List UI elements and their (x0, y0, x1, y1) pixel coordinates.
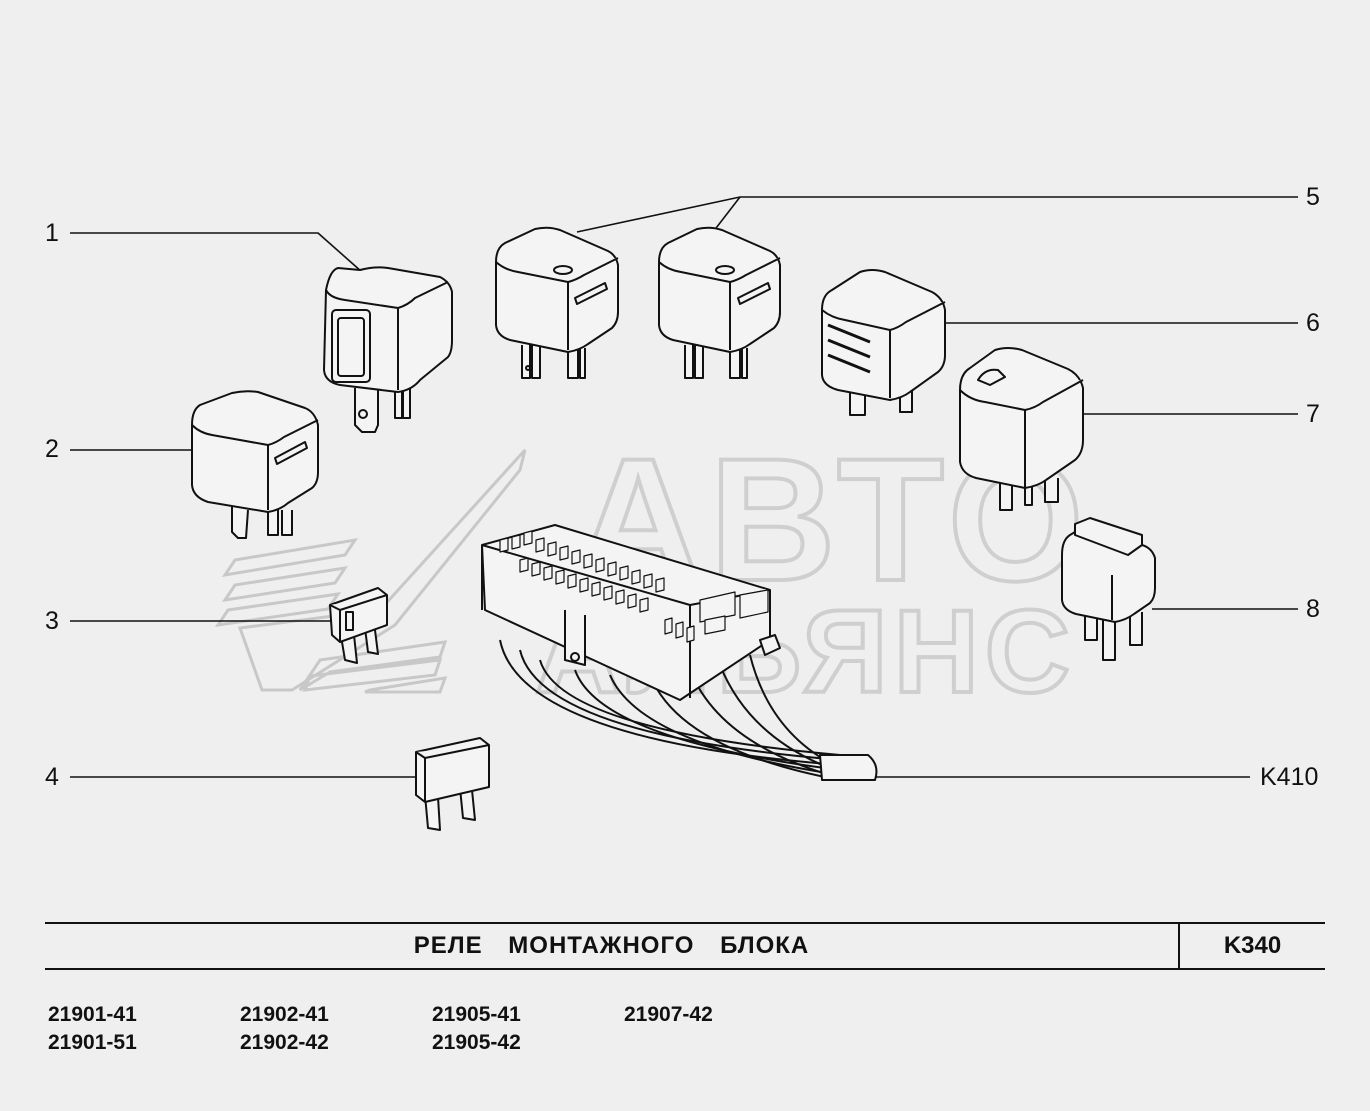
callout-1: 1 (45, 219, 59, 247)
fuse-slots (499, 530, 769, 643)
model-code: 21902-41 (240, 1003, 329, 1026)
watermark-logo (214, 448, 527, 694)
callout-7: 7 (1306, 400, 1320, 428)
callout-3: 3 (45, 607, 59, 635)
leader-lines (70, 196, 1298, 778)
relay-6 (821, 269, 946, 416)
relay-8 (1061, 517, 1156, 661)
model-code: 21901-41 (48, 1003, 137, 1026)
title-divider (1178, 924, 1180, 968)
title-block: РЕЛЕ МОНТАЖНОГО БЛОКА K340 (45, 922, 1325, 970)
relay-5a (495, 226, 619, 379)
model-code: 21902-42 (240, 1031, 329, 1054)
model-code: 21901-51 (48, 1031, 137, 1054)
callout-2: 2 (45, 435, 59, 463)
mounting-block (481, 524, 878, 781)
page-title: РЕЛЕ МОНТАЖНОГО БЛОКА (413, 932, 810, 959)
model-code: 21907-42 (624, 1003, 713, 1026)
model-code: 21905-41 (432, 1003, 521, 1026)
callout-8: 8 (1306, 595, 1320, 623)
model-code: 21905-42 (432, 1031, 521, 1054)
fuse-4 (415, 737, 490, 831)
catalog-code: K340 (1223, 932, 1282, 959)
relay-5b (658, 226, 781, 379)
relay-1 (323, 266, 453, 433)
callout-4: 4 (45, 763, 59, 791)
callout-6: 6 (1306, 309, 1320, 337)
fuse-3 (329, 587, 388, 664)
callout-k410: K410 (1260, 763, 1319, 791)
relay-2 (191, 390, 319, 539)
callout-5: 5 (1306, 183, 1320, 211)
relay-7 (959, 347, 1084, 511)
